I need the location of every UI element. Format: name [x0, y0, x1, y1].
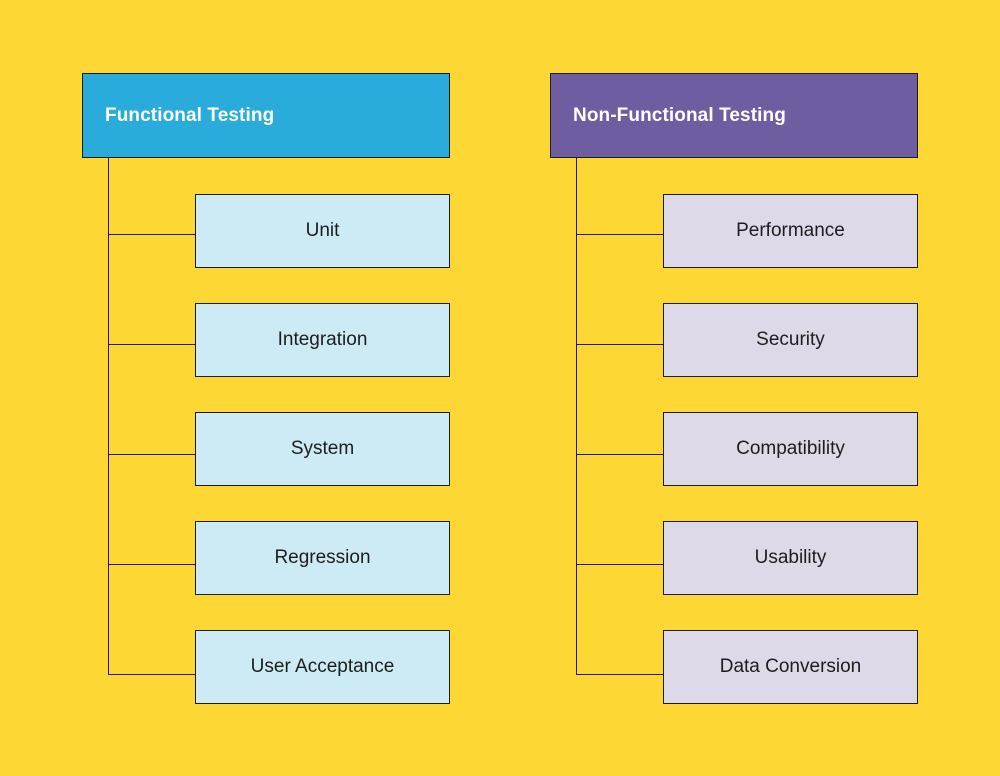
functional-branch-line — [108, 234, 195, 235]
nonfunctional-item-label: Compatibility — [736, 438, 845, 459]
nonfunctional-item-data-conversion: Data Conversion — [663, 630, 918, 704]
nonfunctional-item-security: Security — [663, 303, 918, 377]
nonfunctional-item-label: Data Conversion — [719, 656, 862, 677]
functional-item-unit: Unit — [195, 194, 450, 268]
functional-branch-line — [108, 454, 195, 455]
nonfunctional-branch-line — [576, 564, 663, 565]
nonfunctional-item-compatibility: Compatibility — [663, 412, 918, 486]
functional-testing-title: Functional Testing — [105, 104, 275, 126]
nonfunctional-branch-line — [576, 344, 663, 345]
nonfunctional-item-label: Usability — [754, 547, 827, 568]
nonfunctional-item-label: Performance — [736, 220, 845, 241]
functional-tree-trunk — [108, 158, 109, 675]
functional-branch-line — [108, 674, 195, 675]
functional-item-regression: Regression — [195, 521, 450, 595]
nonfunctional-item-label: Security — [756, 329, 825, 350]
functional-item-system: System — [195, 412, 450, 486]
functional-item-user-acceptance: User Acceptance — [195, 630, 450, 704]
functional-item-integration: Integration — [195, 303, 450, 377]
functional-item-label: User Acceptance — [250, 656, 395, 677]
nonfunctional-branch-line — [576, 674, 663, 675]
nonfunctional-branch-line — [576, 234, 663, 235]
nonfunctional-testing-title: Non-Functional Testing — [573, 104, 786, 126]
functional-branch-line — [108, 344, 195, 345]
nonfunctional-branch-line — [576, 454, 663, 455]
functional-item-label: Regression — [274, 547, 371, 568]
functional-branch-line — [108, 564, 195, 565]
functional-item-label: Unit — [305, 220, 340, 241]
functional-item-label: Integration — [277, 329, 368, 350]
nonfunctional-testing-header: Non-Functional Testing — [550, 73, 918, 158]
functional-item-label: System — [290, 438, 355, 459]
nonfunctional-item-usability: Usability — [663, 521, 918, 595]
functional-testing-header: Functional Testing — [82, 73, 450, 158]
nonfunctional-tree-trunk — [576, 158, 577, 675]
nonfunctional-item-performance: Performance — [663, 194, 918, 268]
